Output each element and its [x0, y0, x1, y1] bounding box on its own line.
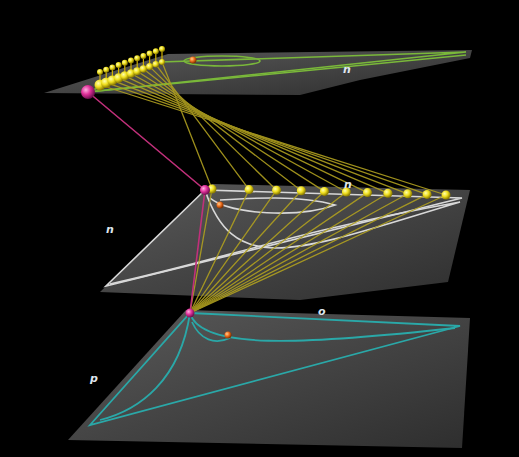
yellow-point — [109, 64, 115, 70]
yellow-point — [153, 61, 160, 68]
pink-line — [88, 92, 205, 313]
yellow-point — [122, 60, 128, 66]
plane-label: n — [106, 224, 114, 235]
plane-label: n — [343, 64, 351, 75]
yellow-line — [112, 80, 407, 193]
yellow-lines — [100, 62, 446, 313]
yellow-point — [363, 188, 372, 197]
yellow-line — [190, 193, 388, 313]
yellow-line — [150, 67, 277, 191]
yellow-point — [159, 46, 165, 52]
yellow-line — [190, 191, 301, 313]
yellow-line — [100, 85, 446, 195]
yellow-line — [190, 192, 346, 313]
yellow-line — [190, 194, 427, 313]
yellow-point — [383, 189, 392, 198]
yellow-point — [153, 48, 159, 54]
yellow-point — [442, 191, 451, 200]
yellow-line — [137, 71, 324, 191]
yellow-point — [147, 51, 153, 57]
yellow-line — [119, 78, 388, 193]
yellow-point — [272, 186, 281, 195]
yellow-point — [134, 55, 140, 61]
bottom-curves — [90, 313, 460, 425]
orange-point — [190, 57, 197, 64]
yellow-line — [162, 62, 212, 189]
yellow-balls — [95, 46, 451, 200]
yellow-point — [103, 67, 109, 73]
yellow-point — [423, 190, 432, 199]
yellow-line — [190, 191, 324, 313]
yellow-point — [320, 187, 329, 196]
plane-label: o — [318, 306, 326, 317]
bottom-plane — [68, 310, 470, 448]
yellow-point — [297, 186, 306, 195]
yellow-line — [125, 76, 368, 193]
plane-label: p — [90, 373, 98, 384]
middle-curves — [106, 190, 462, 286]
yellow-point — [403, 189, 412, 198]
yellow-point — [97, 69, 103, 75]
yellow-line — [190, 195, 446, 313]
yellow-line — [143, 69, 301, 191]
orange-point — [225, 332, 232, 339]
yellow-line — [190, 194, 408, 313]
pink-point — [186, 309, 195, 318]
yellow-line — [190, 193, 368, 313]
plane-label: n — [344, 179, 352, 190]
yellow-point — [140, 65, 148, 73]
orange-point — [217, 202, 224, 209]
yellow-point — [116, 62, 122, 68]
yellow-point — [146, 63, 153, 70]
pink-point — [200, 185, 210, 195]
yellow-line — [131, 74, 346, 193]
yellow-point — [140, 53, 146, 59]
yellow-point — [159, 59, 165, 65]
yellow-point — [245, 185, 254, 194]
yellow-line — [190, 189, 212, 313]
yellow-point — [128, 58, 134, 64]
pink-point — [81, 85, 95, 99]
